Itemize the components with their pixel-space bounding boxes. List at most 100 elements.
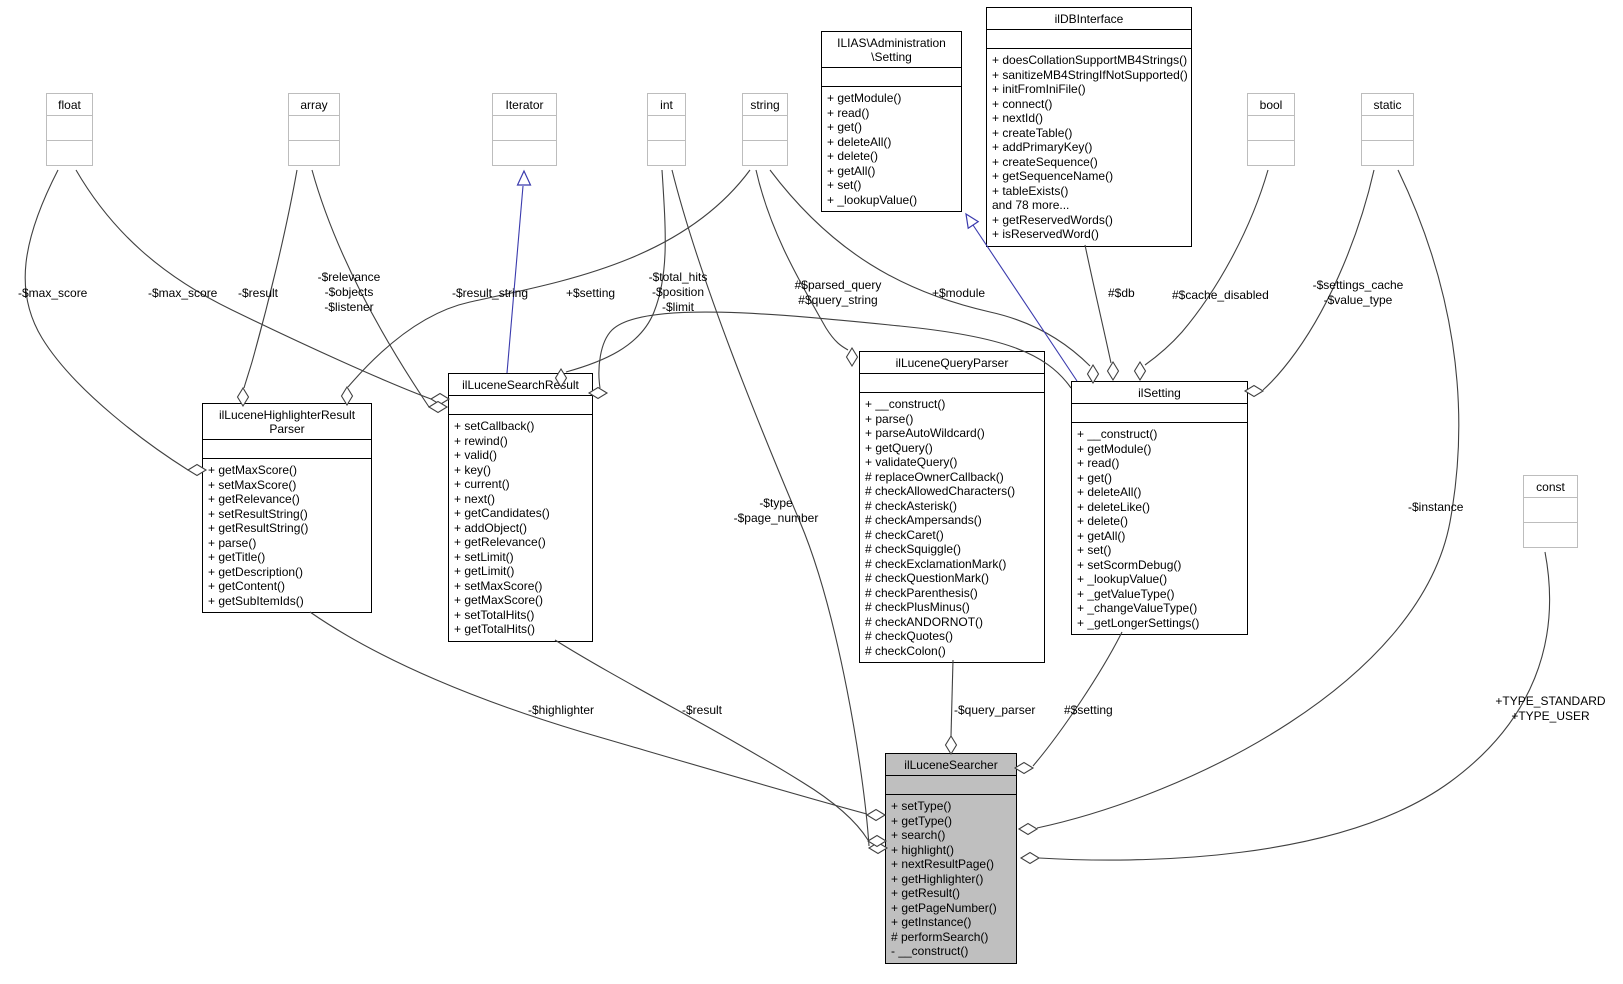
class-box-illucenesearchresult[interactable]: ilLuceneSearchResult + setCallback()+ re…	[448, 373, 593, 642]
method-label: + get()	[1077, 470, 1113, 485]
type-box-const: const	[1523, 475, 1578, 548]
aggregation-diamond	[429, 392, 451, 406]
class-title: ilSetting	[1072, 382, 1247, 404]
method-label: + current()	[454, 477, 510, 491]
method-label: + rewind()	[454, 433, 508, 448]
type-title: int	[648, 94, 685, 116]
method-label: + setLimit()	[454, 549, 514, 564]
type-title: static	[1362, 94, 1413, 116]
methods-compartment: + __construct()+ getModule()+ read()+ ge…	[1072, 423, 1247, 634]
type-box-array: array	[288, 93, 340, 166]
empty-compartment	[743, 141, 787, 165]
class-title: ilLuceneQueryParser	[860, 352, 1044, 374]
method-label: + deleteAll()	[1077, 485, 1142, 499]
method-label: # replaceOwnerCallback()	[865, 469, 1004, 484]
method-label: # performSearch()	[891, 929, 989, 944]
attributes-compartment-empty	[987, 30, 1191, 49]
method-label: + isReservedWord()	[992, 227, 1099, 241]
attributes-compartment-empty	[203, 440, 371, 459]
class-box-ilsetting[interactable]: ilSetting + __construct()+ getModule()+ …	[1071, 381, 1248, 635]
class-title: ILIAS\Administration \Setting	[822, 32, 961, 68]
method-label: + nextId()	[992, 111, 1044, 125]
method-label: # checkAllowedCharacters()	[865, 484, 1016, 498]
methods-compartment: + setType()+ getType()+ search()+ highli…	[886, 795, 1016, 963]
method-label: + read()	[827, 105, 870, 120]
method-label: + getMaxScore()	[454, 593, 544, 607]
method-label: + setCallback()	[454, 419, 535, 433]
attributes-compartment-empty	[860, 374, 1044, 393]
method-label: # checkSquiggle()	[865, 542, 962, 556]
method-label: + deleteLike()	[1077, 499, 1151, 514]
edge-label-type-pagenumber: -$type -$page_number	[733, 496, 819, 525]
edge-label-type-constants: +TYPE_STANDARD +TYPE_USER	[1495, 694, 1606, 723]
empty-compartment	[47, 141, 92, 165]
empty-compartment	[1524, 498, 1577, 523]
method-label: + set()	[1077, 543, 1112, 557]
aggregation-diamond	[845, 346, 859, 368]
type-title: bool	[1248, 94, 1294, 116]
method-label: # checkANDORNOT()	[865, 614, 984, 629]
class-title: ilLuceneSearchResult	[449, 374, 592, 396]
method-label: # checkQuotes()	[865, 629, 954, 643]
class-box-illucenehighlighterresultparser[interactable]: ilLuceneHighlighterResult Parser + getMa…	[202, 403, 372, 613]
edge-label-setting-searcher: #$setting	[1064, 703, 1113, 717]
empty-compartment	[493, 141, 556, 165]
type-title: Iterator	[493, 94, 556, 116]
method-label: + deleteAll()	[827, 134, 892, 149]
edge-label-settingscache-valuetype: -$settings_cache -$value_type	[1312, 278, 1404, 307]
method-label: + read()	[1077, 456, 1120, 470]
method-label: + createTable()	[992, 125, 1073, 140]
method-label: + setMaxScore()	[454, 578, 543, 593]
inheritance-arrow-iterator	[516, 169, 532, 186]
method-label: + getType()	[891, 813, 953, 828]
method-label: + _getValueType()	[1077, 586, 1175, 601]
method-label: + getRelevance()	[454, 535, 546, 549]
edge-label-result-searcher: -$result	[682, 703, 723, 717]
class-box-ilias-administration-setting[interactable]: ILIAS\Administration \Setting + getModul…	[821, 31, 962, 212]
class-title: ilLuceneSearcher	[886, 754, 1016, 776]
attributes-compartment-empty	[886, 776, 1016, 795]
edge-label-max-score-highlighter: -$max_score	[18, 286, 88, 300]
methods-compartment: + __construct()+ parse()+ parseAutoWildc…	[860, 393, 1044, 662]
methods-compartment: + getMaxScore()+ setMaxScore()+ getRelev…	[203, 459, 371, 612]
method-label: + _changeValueType()	[1077, 601, 1198, 615]
method-label: # checkQuestionMark()	[865, 571, 990, 585]
generalization-searchresult-iterator	[506, 185, 524, 374]
method-label: + doesCollationSupportMB4Strings()	[992, 53, 1188, 67]
type-box-int: int	[647, 93, 686, 166]
aggregation-diamond	[1013, 761, 1035, 775]
edge-label-highlighter: -$highlighter	[528, 703, 595, 717]
edge-label-query-parser: -$query_parser	[954, 703, 1036, 717]
edge-label-module: +$module	[932, 286, 986, 300]
inheritance-arrow-iliassetting	[965, 212, 980, 230]
method-label: + setResultString()	[208, 506, 308, 521]
method-label: + getLimit()	[454, 564, 515, 578]
method-label: + getAll()	[827, 163, 876, 178]
method-label: + search()	[891, 828, 946, 842]
method-label: + nextResultPage()	[891, 857, 995, 871]
edge-label-setting-searchresult: +$setting	[566, 286, 616, 300]
aggregation-diamond	[1106, 360, 1120, 382]
aggregation-diamond	[1133, 360, 1147, 382]
method-label: # checkAsterisk()	[865, 498, 958, 513]
method-label: + __construct()	[865, 397, 946, 411]
method-label: + getTotalHits()	[454, 622, 536, 636]
attributes-compartment-empty	[449, 396, 592, 415]
aggregation-diamond	[1017, 822, 1039, 836]
empty-compartment	[648, 141, 685, 165]
edge-label-parsedquery-querystring: #$parsed_query #$query_string	[794, 278, 882, 307]
method-label: + setScormDebug()	[1077, 557, 1182, 572]
method-label: + connect()	[992, 96, 1053, 111]
type-title: float	[47, 94, 92, 116]
class-box-ildbinterface[interactable]: ilDBInterface + doesCollationSupportMB4S…	[986, 7, 1192, 247]
method-label: + getHighlighter()	[891, 871, 984, 886]
method-label: + __construct()	[1077, 427, 1158, 441]
method-label: + getModule()	[827, 91, 902, 105]
type-box-bool: bool	[1247, 93, 1295, 166]
aggregation-diamond	[865, 808, 887, 822]
method-label: + getReservedWords()	[992, 212, 1113, 227]
empty-compartment	[1362, 116, 1413, 141]
class-box-illucenequeryparser[interactable]: ilLuceneQueryParser + __construct()+ par…	[859, 351, 1045, 663]
attributes-compartment-empty	[822, 68, 961, 87]
class-box-illucenesearcher[interactable]: ilLuceneSearcher + setType()+ getType()+…	[885, 753, 1017, 964]
